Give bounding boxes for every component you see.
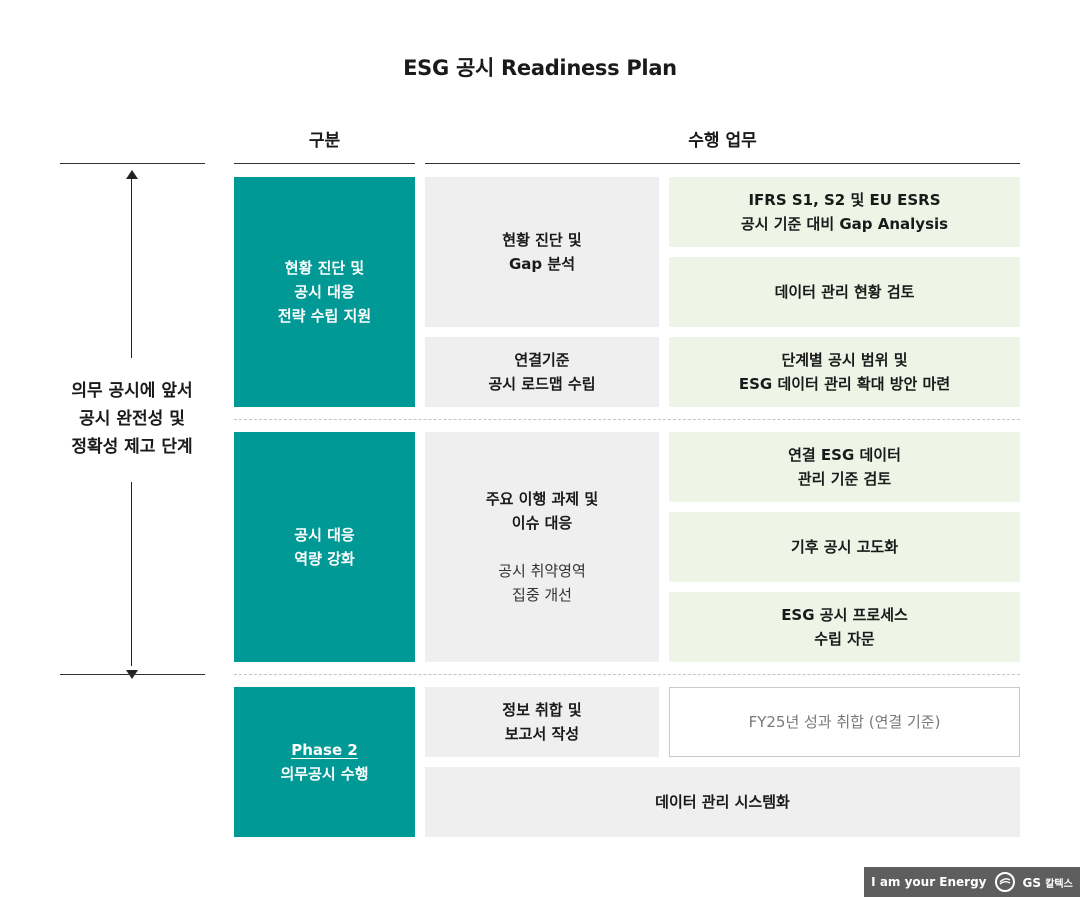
detail-process: ESG 공시 프로세스 수립 자문: [669, 592, 1020, 662]
detail-process-line-2: 수립 자문: [814, 630, 875, 648]
detail-ifrs-gap: IFRS S1, S2 및 EU ESRS 공시 기준 대비 Gap Analy…: [669, 177, 1020, 247]
task-key-issues: 주요 이행 과제 및 이슈 대응 공시 취약영역 집중 개선: [425, 432, 659, 662]
footer-slogan: I am your Energy: [871, 875, 987, 889]
category-capability-line-1: 공시 대응: [294, 526, 355, 544]
task-gap-analysis-line-1: 현황 진단 및: [502, 231, 582, 249]
tasks-header-rule: [425, 163, 1020, 164]
gs-logo-icon: [994, 872, 1015, 892]
detail-process-line-1: ESG 공시 프로세스: [781, 606, 908, 624]
task-reporting: 정보 취합 및 보고서 작성: [425, 687, 659, 757]
detail-scope-plan: 단계별 공시 범위 및 ESG 데이터 관리 확대 방안 마련: [669, 337, 1020, 407]
task-key-issues-line-2: 이슈 대응: [511, 514, 573, 532]
task-roadmap-line-1: 연결기준: [514, 351, 570, 369]
page-title: ESG 공시 Readiness Plan: [403, 56, 677, 80]
detail-consolidated-data-line-1: 연결 ESG 데이터: [788, 446, 901, 464]
detail-ifrs-gap-line-1: IFRS S1, S2 및 EU ESRS: [748, 191, 941, 209]
task-roadmap-line-2: 공시 로드맵 수립: [488, 375, 596, 393]
category-phase2: Phase 2 의무공시 수행: [234, 687, 415, 837]
detail-consolidated-data: 연결 ESG 데이터 관리 기준 검토: [669, 432, 1020, 502]
category-diagnosis-line-2: 공시 대응: [294, 283, 355, 301]
task-gap-analysis-line-2: Gap 분석: [509, 255, 575, 273]
detail-fy25: FY25년 성과 취합 (연결 기준): [669, 687, 1020, 757]
phase-description-line-3: 정확성 제고 단계: [71, 437, 193, 457]
task-key-issues-sub-2: 집중 개선: [512, 586, 572, 604]
header-category: 구분: [308, 131, 341, 151]
section-divider-2: [234, 674, 1020, 675]
detail-data-review: 데이터 관리 현황 검토: [669, 257, 1020, 327]
header-tasks: 수행 업무: [688, 131, 757, 151]
span-line-top: [131, 174, 132, 358]
section-divider-1: [234, 419, 1020, 420]
task-key-issues-line-1: 주요 이행 과제 및: [485, 490, 599, 508]
category-diagnosis-line-3: 전략 수립 지원: [277, 307, 372, 325]
task-key-issues-sub-1: 공시 취약영역: [498, 562, 586, 580]
detail-fy25-line-1: FY25년 성과 취합 (연결 기준): [748, 713, 941, 731]
arrow-up-icon: [125, 165, 139, 179]
phase2-link[interactable]: Phase 2: [291, 741, 358, 759]
phase-description: 의무 공시에 앞서 공시 완전성 및 정확성 제고 단계: [40, 377, 224, 461]
span-line-bottom: [131, 482, 132, 666]
category-capability: 공시 대응 역량 강화: [234, 432, 415, 662]
category-diagnosis: 현황 진단 및 공시 대응 전략 수립 지원: [234, 177, 415, 407]
detail-climate: 기후 공시 고도화: [669, 512, 1020, 582]
category-diagnosis-line-1: 현황 진단 및: [284, 259, 365, 277]
detail-climate-line-1: 기후 공시 고도화: [790, 538, 899, 556]
footer-brand-suffix: 칼텍스: [1045, 878, 1073, 890]
detail-scope-plan-line-2: ESG 데이터 관리 확대 방안 마련: [738, 375, 951, 393]
phase-description-line-1: 의무 공시에 앞서: [71, 381, 193, 401]
detail-data-review-line-1: 데이터 관리 현황 검토: [774, 283, 915, 301]
left-top-rule: [60, 163, 205, 164]
category-header-rule: [234, 163, 415, 164]
brand-footer: I am your Energy GS 칼텍스: [864, 867, 1080, 897]
footer-brand: GS 칼텍스: [1023, 875, 1073, 890]
task-reporting-line-2: 보고서 작성: [504, 725, 580, 743]
detail-ifrs-gap-line-2: 공시 기준 대비 Gap Analysis: [740, 215, 949, 233]
task-roadmap: 연결기준 공시 로드맵 수립: [425, 337, 659, 407]
category-phase2-line-1: 의무공시 수행: [280, 765, 369, 783]
task-data-system-line-1: 데이터 관리 시스템화: [655, 793, 790, 811]
phase-description-line-2: 공시 완전성 및: [79, 409, 185, 429]
task-gap-analysis: 현황 진단 및 Gap 분석: [425, 177, 659, 327]
task-data-system: 데이터 관리 시스템화: [425, 767, 1020, 837]
category-capability-line-2: 역량 강화: [294, 550, 355, 568]
detail-consolidated-data-line-2: 관리 기준 검토: [797, 470, 892, 488]
task-reporting-line-1: 정보 취합 및: [502, 701, 582, 719]
left-bottom-rule: [60, 674, 205, 675]
footer-brand-gs: GS: [1022, 875, 1042, 890]
detail-scope-plan-line-1: 단계별 공시 범위 및: [781, 351, 908, 369]
